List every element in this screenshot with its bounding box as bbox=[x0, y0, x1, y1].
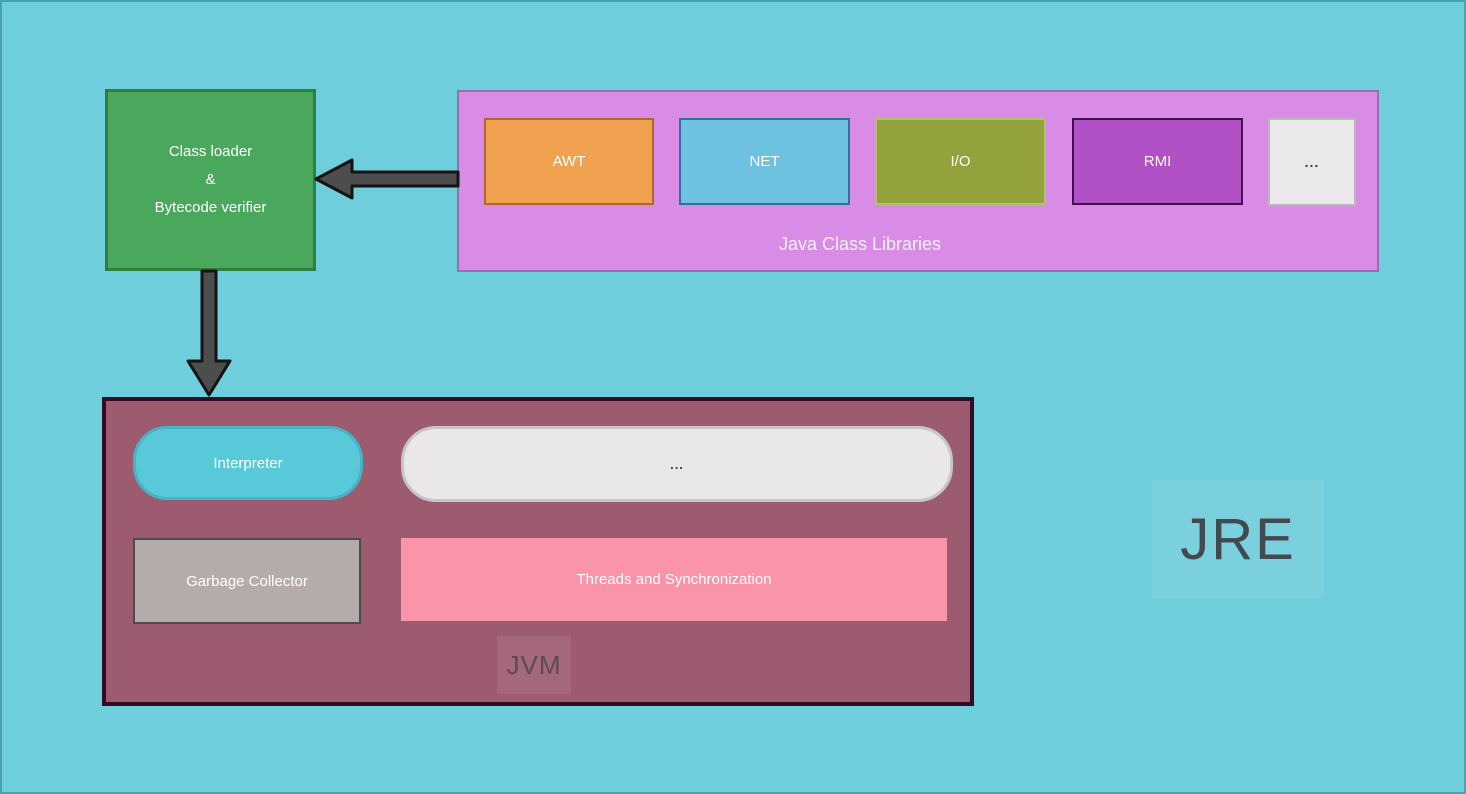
jvm-label-patch: JVM bbox=[497, 636, 571, 694]
jvm-box: Interpreter ... Garbage Collector Thread… bbox=[102, 397, 974, 706]
class-loader-line2: & bbox=[205, 171, 216, 188]
library-item-label: RMI bbox=[1143, 153, 1172, 170]
jvm-ellipsis-label: ... bbox=[670, 456, 684, 472]
arrow-left-icon bbox=[314, 158, 460, 200]
library-item-ellipsis: ... bbox=[1268, 118, 1356, 206]
library-item-rmi: RMI bbox=[1072, 118, 1243, 205]
class-loader-box: Class loader & Bytecode verifier bbox=[105, 89, 316, 271]
garbage-collector-box: Garbage Collector bbox=[133, 538, 361, 624]
jvm-ellipsis-pill: ... bbox=[401, 426, 953, 502]
threads-synchronization-box: Threads and Synchronization bbox=[401, 538, 947, 621]
jre-label: JRE bbox=[1180, 506, 1296, 572]
jvm-label: JVM bbox=[506, 649, 562, 680]
java-class-libraries-box: AWT NET I/O RMI ... Java Class Libraries bbox=[457, 90, 1379, 272]
library-item-label: ... bbox=[1304, 154, 1320, 170]
class-loader-line3: Bytecode verifier bbox=[154, 199, 267, 216]
arrow-classloader-to-jvm bbox=[186, 269, 232, 397]
class-loader-line1: Class loader bbox=[168, 143, 253, 160]
library-item-io: I/O bbox=[875, 118, 1046, 205]
jre-label-patch: JRE bbox=[1152, 480, 1324, 598]
library-item-awt: AWT bbox=[484, 118, 654, 205]
arrow-down-icon bbox=[186, 269, 232, 397]
library-item-label: AWT bbox=[552, 153, 586, 170]
interpreter-label: Interpreter bbox=[213, 454, 283, 472]
garbage-collector-label: Garbage Collector bbox=[186, 572, 308, 590]
threads-synchronization-label: Threads and Synchronization bbox=[576, 571, 772, 588]
java-class-libraries-label: Java Class Libraries bbox=[778, 234, 942, 254]
library-item-label: I/O bbox=[950, 153, 971, 170]
interpreter-pill: Interpreter bbox=[133, 426, 363, 500]
arrow-libraries-to-classloader bbox=[314, 158, 460, 200]
library-item-net: NET bbox=[679, 118, 850, 205]
library-item-label: NET bbox=[749, 153, 780, 170]
